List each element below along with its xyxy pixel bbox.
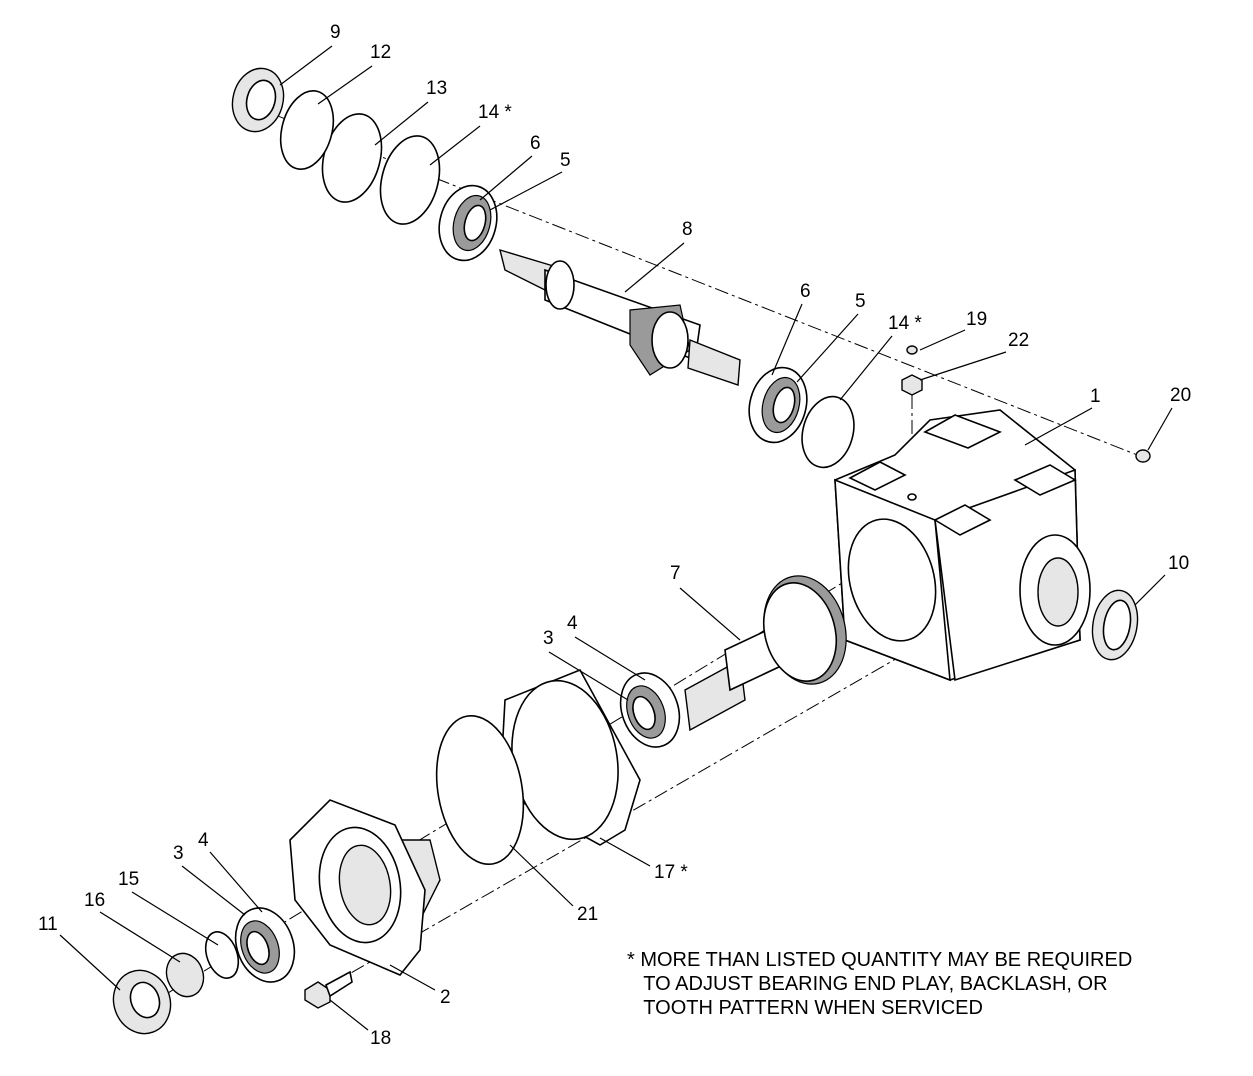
leader-line [389,964,436,991]
nut-part-16 [165,952,205,998]
callout-label: 6 [800,281,811,302]
plug-part-20 [1135,449,1151,463]
leader-line [599,837,651,867]
bolt-centerline [329,644,921,986]
o-ring-part-21 [435,714,525,866]
leader-line [1024,407,1093,446]
leader-line [209,851,263,913]
callout-label: 15 [118,869,139,890]
seal-part-10 [1091,589,1139,661]
shim-ring-14-upper [379,135,441,225]
leader-line [1134,574,1166,606]
gasket-part-17 [499,668,641,846]
leader-line [919,351,1007,381]
leader-line [99,911,181,963]
callout-label: 14 * [888,313,922,334]
callout-label: 7 [670,563,681,584]
shim-ring-14 [801,395,855,469]
callout-label: 5 [855,291,866,312]
callout-label: 12 [370,42,391,63]
upper-shaft-centerline [249,104,1151,461]
leader-line [548,651,629,701]
callout-label: 19 [966,309,987,330]
callout-label: 4 [198,830,209,851]
callout-label: 8 [682,219,693,240]
callout-label: 18 [370,1028,391,1049]
leader-line [679,587,741,641]
leader-line [317,65,373,105]
leader-line [59,934,121,991]
vent-part-19-22 [901,345,923,396]
leader-line [771,303,803,376]
callout-label: 6 [530,133,541,154]
bolt-part-18 [304,970,353,1009]
leader-line [624,242,685,293]
callout-label: 11 [38,914,58,935]
leader-line [919,329,966,351]
seal-part-11 [112,969,172,1035]
note-line: * MORE THAN LISTED QUANTITY MAY BE REQUI… [627,949,1133,971]
leader-line [574,636,646,681]
leader-lines [59,45,1173,1031]
callout-label: 16 [84,890,105,911]
note-line: TOOTH PATTERN WHEN SERVICED [627,997,983,1019]
leader-line [479,155,533,201]
leader-line [374,101,429,146]
callout-label: 10 [1168,553,1189,574]
gear-shaft-part-7 [684,575,847,732]
callout-label: 21 [577,904,598,925]
callout-label: 20 [1170,385,1191,406]
leader-line [181,865,246,916]
leader-line [279,45,333,86]
snap-ring-part-12 [279,90,335,170]
lock-washer-part-15 [204,931,240,979]
callout-label: 3 [173,843,184,864]
leader-line [329,999,369,1031]
callout-label: 17 * [654,862,688,883]
callout-label: 9 [330,22,341,43]
leader-line [489,171,563,211]
callout-label: 1 [1090,386,1101,407]
bearing-lower-outer [234,907,296,983]
note-line: TO ADJUST BEARING END PLAY, BACKLASH, OR [627,973,1108,995]
callout-label: 5 [560,150,571,171]
leader-line [796,313,859,383]
bearing-lower-inner [619,672,681,748]
leader-line [1147,407,1173,451]
callout-label: 3 [543,628,554,649]
flange-part-2 [289,799,441,976]
callout-label: 4 [567,613,578,634]
service-note: * MORE THAN LISTED QUANTITY MAY BE REQUI… [627,948,1132,1020]
seal-part-9 [231,67,285,133]
pinion-shaft-part-8 [499,248,741,386]
leader-line [429,125,481,166]
callout-label: 22 [1008,330,1029,351]
callout-label: 14 * [478,102,512,123]
callout-label: 13 [426,78,447,99]
bearing-upper-outer [748,366,808,444]
bearing-upper-inner [438,184,498,262]
leader-line [839,335,893,401]
leader-line [131,891,219,946]
leader-line [509,844,574,907]
housing-part-1 [834,409,1091,682]
callout-label: 2 [440,987,451,1008]
